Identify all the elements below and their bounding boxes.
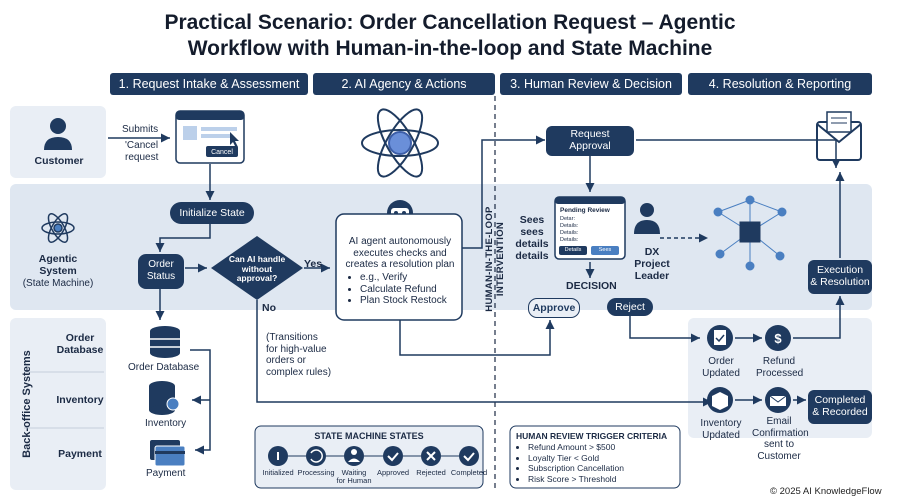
phase-1-header: 1. Request Intake & Assessment	[110, 73, 308, 95]
ai-action-item: e.g., Verify	[360, 272, 484, 284]
state-label-processing: Processing	[297, 468, 335, 477]
ai-actions-list: e.g., Verify Calculate Refund Plan Stock…	[340, 272, 484, 307]
criteria-item: Refund Amount > $500	[528, 442, 624, 453]
order-database-label: Order Database	[128, 362, 200, 373]
execution-resolution-node: Execution & Resolution	[808, 260, 872, 294]
state-machine-title: STATE MACHINE STATES	[314, 431, 424, 441]
lane-payment-label: Payment	[58, 448, 102, 460]
reject-button[interactable]: Reject	[607, 298, 653, 316]
pending-details-button[interactable]: Details	[559, 246, 587, 255]
email-sent-icon	[765, 387, 791, 413]
phase-3-header: 3. Human Review & Decision	[500, 73, 682, 95]
svg-text:$: $	[774, 331, 782, 346]
sees-details-label: Sees sees details details	[515, 214, 549, 262]
order-status-node: Order Status	[138, 254, 184, 289]
title-line-2: Workflow with Human-in-the-loop and Stat…	[187, 37, 713, 60]
order-updated-icon	[707, 325, 733, 351]
lane-agentic-label-2: System	[39, 265, 77, 277]
cancel-form-icon	[175, 110, 245, 164]
state-label-waiting: Waiting for Human	[336, 468, 372, 485]
pending-review-lines: Detar: Details: Details: Details:	[560, 216, 579, 243]
request-approval-node: Request Approval	[546, 126, 634, 156]
hitl-vertical-label: HUMAN-IN-THE-LOOP INTERVENTION	[484, 206, 506, 312]
inventory-db-icon	[149, 381, 180, 415]
submits-label: Submits	[122, 124, 159, 135]
ai-atom-icon	[361, 108, 439, 178]
pending-review-title: Pending Review	[560, 207, 610, 214]
transitions-note: (Transitions for high-value orders or co…	[266, 332, 332, 378]
form-cancel-button: Cancel	[211, 149, 233, 156]
footer-copyright: © 2025 AI KnowledgeFlow	[770, 486, 882, 497]
state-label-rejected: Rejected	[416, 468, 446, 477]
yes-label: Yes	[304, 258, 323, 270]
title-line-1: Practical Scenario: Order Cancellation R…	[164, 11, 736, 34]
completed-recorded-node: Completed & Recorded	[808, 390, 872, 424]
customer-icon	[44, 118, 72, 150]
lane-backoffice-label: Back-office Systems	[21, 350, 33, 458]
criteria-item: Subscription Cancellation	[528, 463, 624, 474]
approve-button[interactable]: Approve	[528, 298, 580, 318]
payment-cards-icon	[150, 440, 186, 467]
atom-icon-small	[41, 213, 75, 243]
ai-decision-text: Can AI handle without approval?	[228, 254, 286, 283]
leader-icon	[634, 203, 660, 234]
pending-sees-button[interactable]: Sees	[591, 246, 619, 255]
lane-agentic-label-1: Agentic	[38, 253, 78, 265]
no-label: No	[262, 302, 276, 314]
ai-description: AI agent autonomously executes checks an…	[345, 236, 455, 270]
envelope-icon	[816, 111, 862, 161]
refund-icon: $	[765, 325, 791, 351]
network-cube-icon	[713, 195, 787, 271]
order-updated-label: Order Updated	[702, 356, 740, 379]
lane-customer-label: Customer	[34, 155, 84, 167]
leader-label: DX Project Leader	[634, 246, 670, 282]
phase-4-header: 4. Resolution & Reporting	[688, 73, 872, 95]
criteria-item: Loyalty Tier < Gold	[528, 453, 624, 464]
payment-label: Payment	[146, 468, 186, 479]
state-label-initialized: Initialized	[262, 468, 294, 477]
initialize-state-node: Initialize State	[170, 202, 254, 224]
state-label-completed: Completed	[450, 468, 488, 477]
state-approved-icon	[383, 446, 403, 466]
state-label-approved: Approved	[376, 468, 410, 477]
inventory-updated-icon	[707, 387, 733, 413]
database-icon	[150, 326, 180, 358]
inventory-label: Inventory	[145, 418, 187, 429]
refund-processed-label: Refund Processed	[756, 356, 804, 379]
inventory-updated-label: Inventory Updated	[700, 418, 742, 441]
phase-2-header: 2. AI Agency & Actions	[313, 73, 495, 95]
backoffice-lane-label-bg	[10, 318, 106, 490]
pending-review-card	[554, 196, 626, 260]
state-processing-icon	[306, 446, 326, 466]
email-confirmation-label: Email Confirmation sent to Customer	[752, 416, 809, 462]
ai-action-item: Plan Stock Restock	[360, 295, 484, 307]
decision-label: DECISION	[566, 280, 617, 292]
criteria-list: Refund Amount > $500 Loyalty Tier < Gold…	[514, 442, 624, 484]
ai-action-item: Calculate Refund	[360, 284, 484, 296]
criteria-title: HUMAN REVIEW TRIGGER CRITERIA	[516, 431, 668, 441]
lane-agentic-label-3: (State Machine)	[22, 278, 94, 289]
state-completed-icon	[459, 446, 479, 466]
ai-decision-diamond	[211, 236, 303, 300]
criteria-item: Risk Score > Threshold	[528, 474, 624, 485]
lane-inventory-label: Inventory	[56, 394, 104, 406]
cancel-request-label: 'Cancel request	[125, 140, 159, 163]
lane-order-db-label: Order Database	[56, 332, 104, 356]
